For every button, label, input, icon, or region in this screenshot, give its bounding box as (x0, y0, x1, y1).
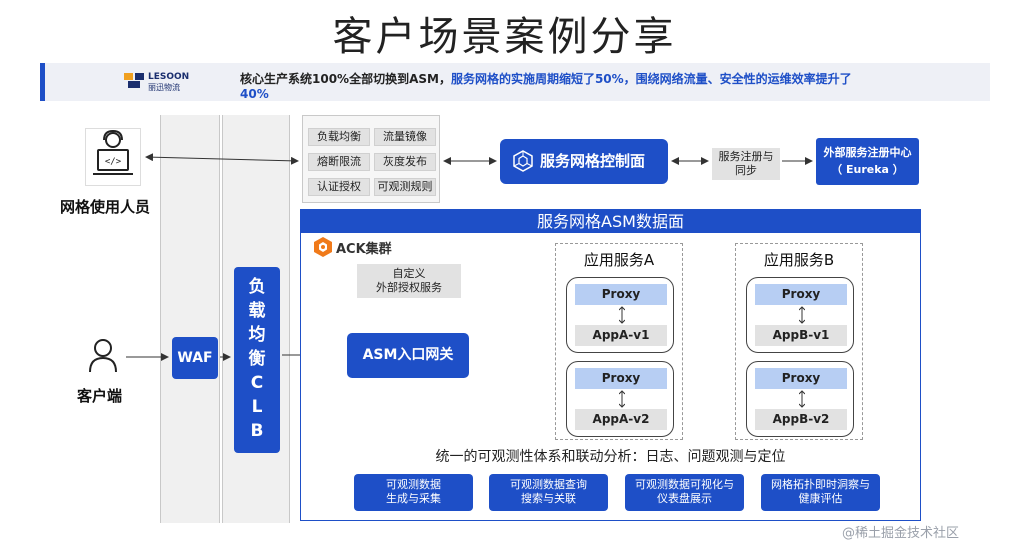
service-b-pod-v1: Proxy AppB-v1 (746, 277, 854, 353)
clb-char: 负 (248, 277, 266, 297)
logo-text: LESOON (148, 72, 190, 82)
observability-item-line2: 仪表盘展示 (657, 492, 712, 505)
service-a-title: 应用服务A (583, 251, 655, 269)
company-logo: LESOON 丽迅物流 (122, 71, 202, 92)
traffic-features-panel: 负载均衡 流量镜像 熔断限流 灰度发布 认证授权 可观测规则 (302, 115, 440, 203)
service-b-box: 应用服务B Proxy AppB-v1 Proxy AppB-v2 (735, 243, 863, 440)
feature-circuit-break: 熔断限流 (308, 153, 370, 171)
clb-char: L (251, 397, 263, 417)
observability-title: 统一的可观测性体系和联动分析：日志、问题观测与定位 (435, 449, 786, 465)
clb-char: 均 (248, 325, 266, 345)
custom-auth-service: 自定义 外部授权服务 (357, 264, 461, 298)
observability-item-line1: 网格拓扑即时洞察与 (771, 478, 870, 491)
mesh-user-label: 网格使用人员 (60, 198, 151, 216)
external-registry: 外部服务注册中心 （ Eureka ） (816, 138, 919, 185)
observability-item-line2: 健康评估 (798, 492, 843, 505)
proxy-sidecar: Proxy (755, 284, 847, 305)
clb-char: B (250, 421, 264, 441)
feature-traffic-mirror: 流量镜像 (374, 128, 436, 146)
service-a-pod-v2: Proxy AppA-v2 (566, 361, 674, 437)
asm-ingress-gateway: ASM入口网关 (347, 333, 469, 378)
custom-auth-line2: 外部授权服务 (376, 281, 442, 294)
proxy-sidecar: Proxy (755, 368, 847, 389)
app-container: AppA-v1 (575, 325, 667, 346)
app-container: AppA-v2 (575, 409, 667, 430)
banner-text-dark: 核心生产系统100%全部切换到ASM， (240, 72, 451, 86)
feature-auth: 认证授权 (308, 178, 370, 196)
feature-load-balance: 负载均衡 (308, 128, 370, 146)
user-icon (89, 339, 117, 373)
observability-item-line1: 可观测数据可视化与 (635, 478, 734, 491)
updown-arrow-icon (799, 390, 805, 408)
feature-canary: 灰度发布 (374, 153, 436, 171)
external-registry-line2: （ Eureka ） (831, 163, 904, 176)
page-title: 客户场景案例分享 (332, 14, 677, 60)
ack-cluster-label: ACK集群 (336, 242, 392, 257)
watermark: @稀土掘金技术社区 (842, 526, 960, 541)
ack-cluster-icon (314, 237, 332, 257)
proxy-sidecar: Proxy (575, 284, 667, 305)
observability-item-line2: 搜索与关联 (521, 492, 576, 505)
control-plane-label: 服务网格控制面 (540, 152, 646, 170)
clb-char: C (250, 373, 264, 393)
logo-mark-icon (124, 73, 144, 88)
external-registry-line1: 外部服务注册中心 (823, 146, 912, 159)
updown-arrow-icon (799, 306, 805, 324)
ack-cluster: ACK集群 (312, 236, 412, 258)
observability-item-line1: 可观测数据查询 (510, 478, 587, 491)
observability-item-dashboard: 可观测数据可视化与 仪表盘展示 (625, 474, 744, 511)
mesh-control-plane: 服务网格控制面 (500, 139, 668, 184)
registry-sync-line1: 服务注册与 (718, 150, 774, 163)
data-plane-title: 服务网格ASM数据面 (301, 210, 920, 233)
app-container: AppB-v2 (755, 409, 847, 430)
mesh-hexagon-icon (513, 150, 533, 172)
waf-strip (160, 115, 220, 523)
banner (40, 63, 990, 101)
registry-sync-label: 服务注册与 同步 (712, 148, 780, 180)
banner-text: 核心生产系统100%全部切换到ASM，服务网格的实施周期缩短了50%，围绕网络流… (240, 72, 880, 102)
observability-item-query: 可观测数据查询 搜索与关联 (489, 474, 608, 511)
clb-char: 载 (248, 301, 266, 321)
clb-box: 负 载 均 衡 C L B (234, 267, 280, 453)
registry-sync-line2: 同步 (735, 164, 757, 177)
observability-item-line2: 生成与采集 (386, 492, 441, 505)
observability-item-collect: 可观测数据 生成与采集 (354, 474, 473, 511)
service-b-title: 应用服务B (763, 251, 835, 269)
custom-auth-line1: 自定义 (392, 267, 426, 280)
service-b-pod-v2: Proxy AppB-v2 (746, 361, 854, 437)
waf-box: WAF (172, 337, 218, 379)
svg-text:</>: </> (105, 157, 122, 167)
service-a-pod-v1: Proxy AppA-v1 (566, 277, 674, 353)
banner-text-blue: 服务网格的实施周期缩短了50%，围绕网络流量、安全性的运维效率提升了40% (240, 72, 852, 101)
proxy-sidecar: Proxy (575, 368, 667, 389)
updown-arrow-icon (619, 306, 625, 324)
app-container: AppB-v1 (755, 325, 847, 346)
observability-item-topology: 网格拓扑即时洞察与 健康评估 (761, 474, 880, 511)
clb-char: 衡 (248, 349, 266, 369)
observability-item-line1: 可观测数据 (386, 478, 441, 491)
feature-observability-rules: 可观测规则 (374, 178, 436, 196)
client-label: 客户端 (77, 387, 123, 405)
developer-icon: </> (85, 128, 141, 186)
updown-arrow-icon (619, 390, 625, 408)
logo-subtext: 丽迅物流 (148, 83, 180, 92)
service-a-box: 应用服务A Proxy AppA-v1 Proxy AppA-v2 (555, 243, 683, 440)
